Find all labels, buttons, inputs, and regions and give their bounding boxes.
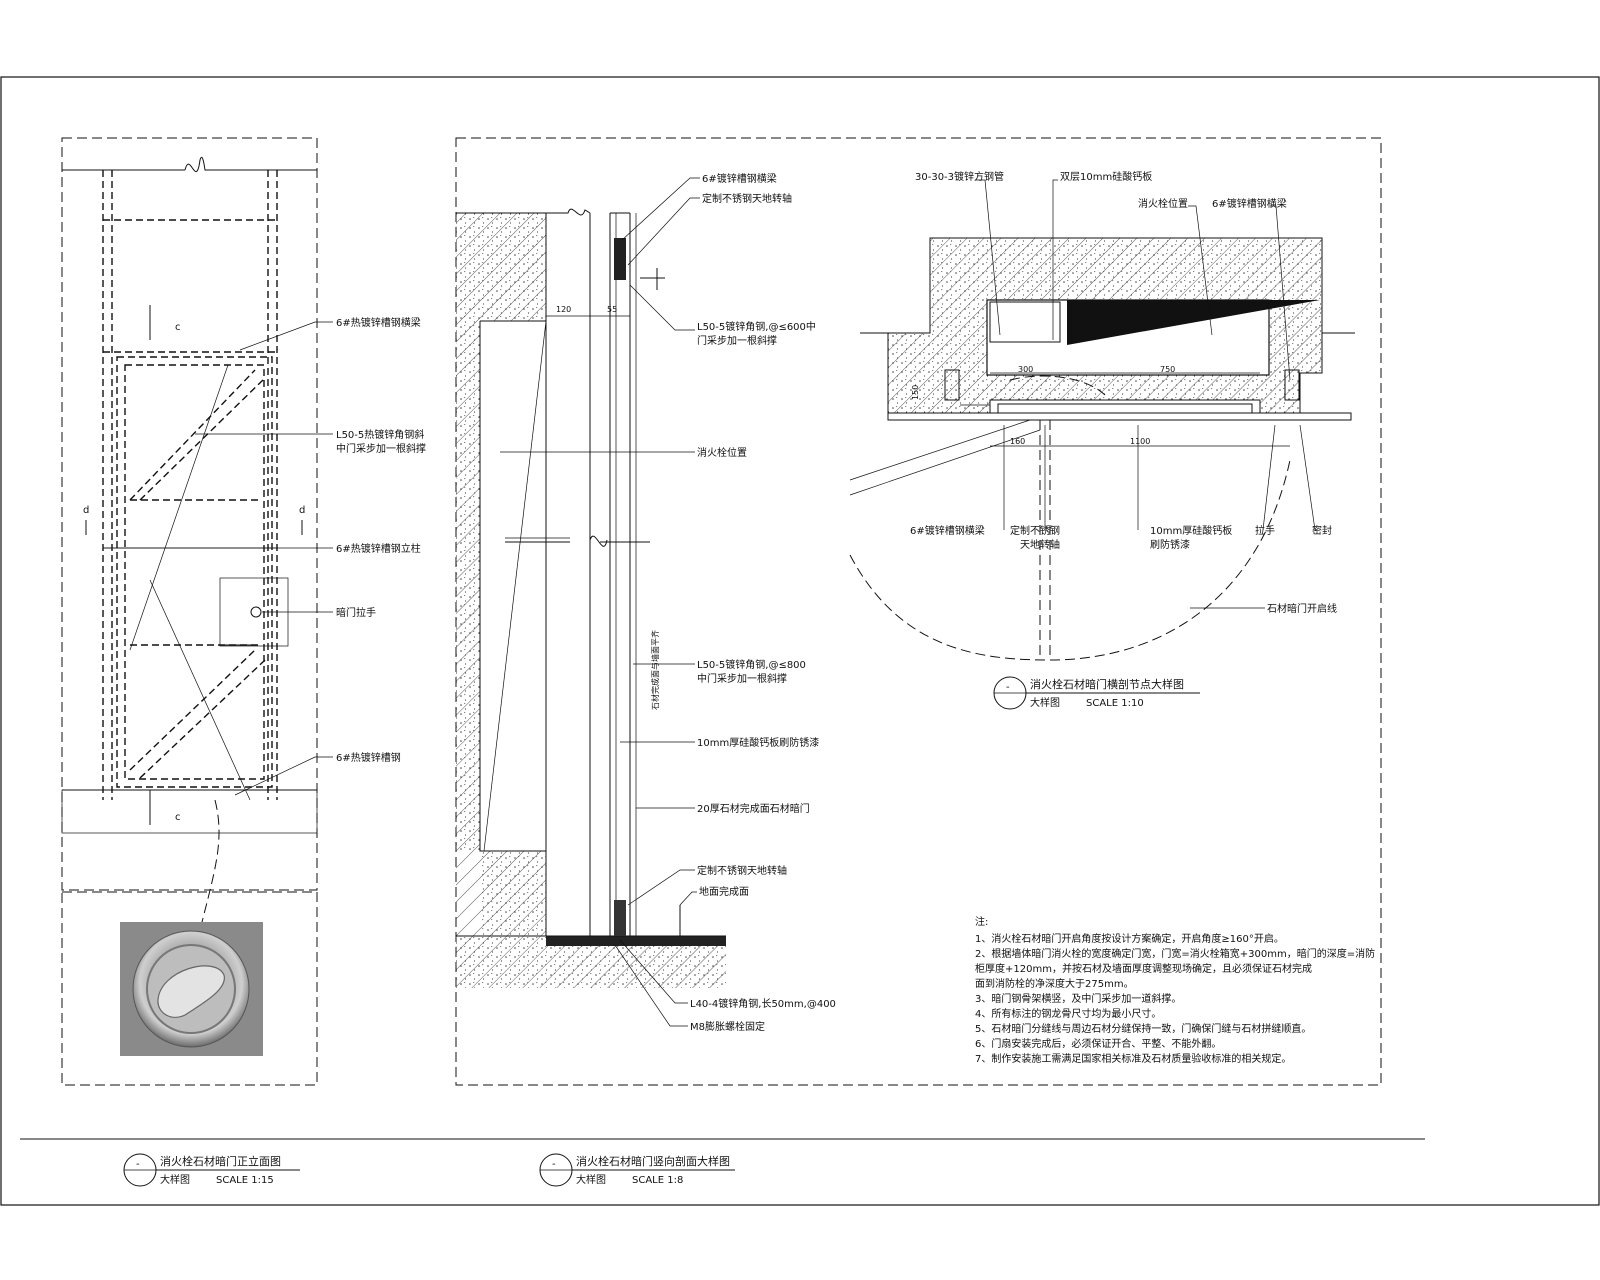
elevation-view: c c d d 6#热镀锌槽钢横梁 L50-5热镀锌角钢斜 中门采步加一根斜撑 … [61, 137, 426, 931]
label-beam: 6#热镀锌槽钢横梁 [336, 316, 421, 329]
dim-55: 55 [607, 305, 617, 314]
note-7: 7、制作安装施工需满足国家相关标准及石材质量验收标准的相关规定。 [975, 1052, 1291, 1065]
handle-icon [250, 606, 262, 618]
plan-label-b3: 10mm厚硅酸钙板 [1150, 524, 1232, 537]
plan-dim-1100: 1100 [1130, 437, 1150, 446]
section-label-5b: 中门采步加一根斜撑 [697, 672, 787, 685]
note-5: 5、石材暗门分缝线与周边石材分缝保持一致，门确保门缝与石材拼缝顺直。 [975, 1022, 1311, 1035]
title-section-sub: 大样图 [576, 1173, 606, 1186]
section-label-3b: 门采步加一根斜撑 [697, 334, 777, 347]
plan-label-top-3: 消火栓位置 [1138, 197, 1188, 210]
notes-heading: 注: [975, 915, 988, 928]
note-3: 3、暗门钢骨架横竖，及中门采步加一道斜撑。 [975, 992, 1181, 1005]
notes-block: 注: 1、消火栓石材暗门开启角度按设计方案确定，开启角度≥160°开启。 2、根… [975, 915, 1375, 1065]
label-angle-brace-2: 中门采步加一根斜撑 [336, 442, 426, 455]
section-label-11: M8膨胀螺栓固定 [690, 1020, 765, 1033]
note-6: 6、门扇安装完成后，必须保证开合、平整、不能外翻。 [975, 1037, 1221, 1050]
section-mark-d-right: d [299, 505, 305, 516]
note-2: 2、根据墙体暗门消火栓的宽度确定门宽，门宽=消火栓箱宽+300mm，暗门的深度=… [975, 947, 1375, 960]
title-elevation: - 消火栓石材暗门正立面图 大样图 SCALE 1:15 [123, 1153, 300, 1187]
section-label-6: 10mm厚硅酸钙板刷防锈漆 [697, 736, 819, 749]
title-elevation-sub: 大样图 [160, 1173, 190, 1186]
title-elevation-scale: SCALE 1:15 [216, 1175, 274, 1186]
plan-dim-150: 150 [911, 385, 920, 400]
label-column: 6#热镀锌槽钢立柱 [336, 542, 421, 555]
plan-label-b2: 定制不锈钢 [1010, 524, 1060, 537]
title-elevation-num: - [136, 1159, 140, 1170]
handle-detail-frame [61, 891, 318, 1086]
title-section-main: 消火栓石材暗门竖向剖面大样图 [576, 1154, 730, 1168]
plan-label-top-4: 6#镀锌槽钢横梁 [1212, 197, 1287, 210]
plan-label-b3b: 刷防锈漆 [1150, 538, 1190, 551]
section-label-2: 定制不锈钢天地转轴 [702, 192, 792, 205]
elevation-frame [61, 137, 318, 891]
plan-label-b2b: 天地转轴 [1020, 538, 1060, 551]
dim-120: 120 [556, 305, 571, 314]
plan-dim-160: 160 [1010, 437, 1025, 446]
section-label-1: 6#镀锌槽钢横梁 [702, 172, 777, 185]
plan-title-sub: 大样图 [1030, 696, 1060, 709]
note-4: 4、所有标注的钢龙骨尺寸均为最小尺寸。 [975, 1007, 1161, 1020]
note-2c: 面到消防栓的净深度大于275mm。 [975, 977, 1134, 990]
plan-title-scale: SCALE 1:10 [1086, 698, 1144, 709]
section-mark-c-top: c [175, 322, 181, 333]
plan-title-num: - [1006, 682, 1010, 693]
sheet-border [0, 76, 1600, 1206]
section-label-4: 消火栓位置 [697, 446, 747, 459]
plan-label-arc: 石材暗门开启线 [1267, 602, 1337, 615]
handle-lever-icon [157, 965, 225, 1018]
label-bottom-steel: 6#热镀锌槽钢 [336, 751, 401, 764]
label-handle: 暗门拉手 [336, 606, 376, 619]
title-section-scale: SCALE 1:8 [632, 1175, 683, 1186]
note-2b: 柜厚度+120mm，并按石材及墙面厚度调整现场确定，且必须保证石材完成 [975, 962, 1312, 975]
section-mark-c-bottom: c [175, 812, 181, 823]
plan-dim-300: 300 [1018, 365, 1033, 374]
plan-label-b5: 密封 [1312, 524, 1332, 537]
title-section-num: - [552, 1159, 556, 1170]
plan-section: 300 750 1100 160 150 30-30-3镀锌方钢管 双层10mm… [849, 170, 1355, 710]
vertical-section: 120 55 石材完成面与墙面平齐 6#镀锌槽钢横梁 定制不锈钢天地转轴 L50… [455, 137, 1382, 1086]
label-angle-brace: L50-5热镀锌角钢斜 [336, 428, 424, 441]
section-label-5: L50-5镀锌角钢,@≤800 [697, 658, 806, 671]
swing-arc [849, 459, 1291, 661]
plan-label-top-2: 双层10mm硅酸钙板 [1060, 170, 1152, 183]
plan-label-top-1: 30-30-3镀锌方钢管 [915, 170, 1004, 183]
section-label-3: L50-5镀锌角钢,@≤600中 [697, 320, 816, 333]
plan-label-b1: 6#镀锌槽钢横梁 [910, 524, 985, 537]
note-1: 1、消火栓石材暗门开启角度按设计方案确定，开启角度≥160°开启。 [975, 932, 1284, 945]
section-label-10: L40-4镀锌角钢,长50mm,@400 [690, 997, 836, 1010]
section-label-8: 定制不锈钢天地转轴 [697, 864, 787, 877]
section-label-7: 20厚石材完成面石材暗门 [697, 802, 810, 815]
handle-detail [61, 891, 318, 1086]
section-label-9: 地面完成面 [699, 885, 749, 898]
vertical-label: 石材完成面与墙面平齐 [650, 630, 660, 710]
title-elevation-main: 消火栓石材暗门正立面图 [160, 1154, 281, 1168]
title-section: - 消火栓石材暗门竖向剖面大样图 大样图 SCALE 1:8 [539, 1153, 735, 1187]
plan-title-main: 消火栓石材暗门横剖节点大样图 [1030, 677, 1184, 691]
section-mark-d-left: d [83, 505, 89, 516]
plan-dim-750: 750 [1160, 365, 1175, 374]
plan-label-b4: 拉手 [1255, 524, 1275, 537]
